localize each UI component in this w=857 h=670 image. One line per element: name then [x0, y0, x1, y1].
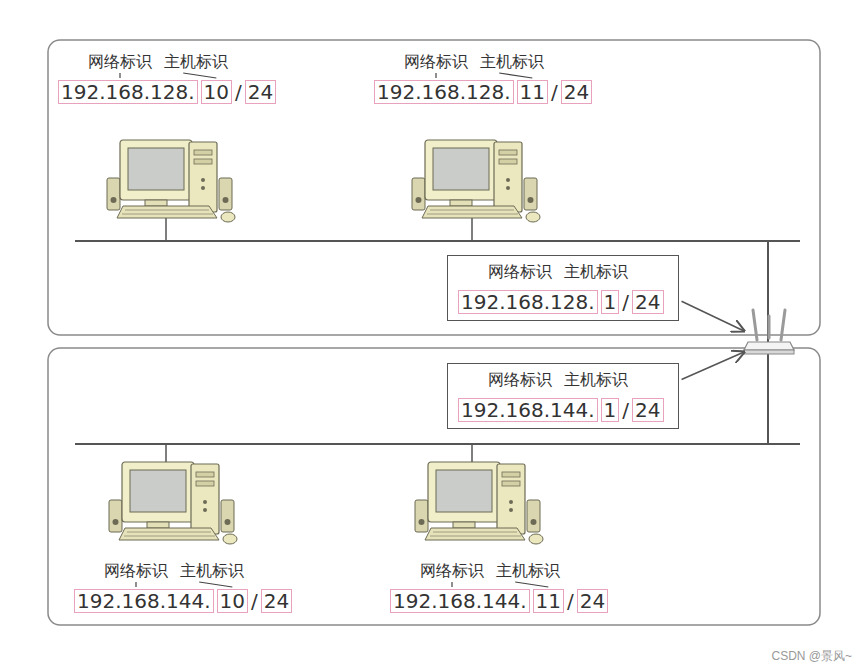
- network-part: 192.168.144.: [74, 589, 214, 613]
- network-id-label: 网络标识: [88, 52, 152, 71]
- network-part: 192.168.144.: [390, 589, 530, 613]
- prefix-length: 24: [561, 80, 592, 104]
- host-address-label: 网络标识主机标识 192.168.144.11/24: [390, 561, 608, 613]
- ip-address: 192.168.144.10/24: [74, 589, 292, 613]
- network-segment: [48, 40, 820, 335]
- prefix-length: 24: [261, 589, 292, 613]
- network-part: 192.168.128.: [58, 80, 198, 104]
- ip-address: 192.168.128.10/24: [58, 80, 276, 104]
- host-part: 10: [217, 589, 248, 613]
- interface-box: 网络标识主机标识 192.168.128.1/24: [447, 255, 679, 321]
- network-part: 192.168.144.: [458, 398, 598, 422]
- host-address-label: 网络标识主机标识 192.168.144.10/24: [74, 561, 292, 613]
- bus-line: [75, 443, 800, 445]
- drop-line: [165, 218, 167, 241]
- network-id-label: 网络标识: [488, 370, 552, 389]
- host-id-label: 主机标识: [180, 561, 244, 580]
- computer-icon: [415, 462, 543, 544]
- computer-icon: [107, 140, 235, 222]
- ip-address: 192.168.144.11/24: [390, 589, 608, 613]
- network-part: 192.168.128.: [374, 80, 514, 104]
- network-id-label: 网络标识: [420, 561, 484, 580]
- ip-address: 192.168.128.1/24: [458, 290, 664, 314]
- network-part: 192.168.128.: [458, 290, 598, 314]
- host-id-label: 主机标识: [564, 262, 628, 281]
- host-address-label: 网络标识主机标识 192.168.128.10/24: [58, 52, 276, 104]
- prefix-length: 24: [632, 290, 663, 314]
- id-header: 网络标识主机标识: [74, 561, 292, 580]
- network-id-label: 网络标识: [404, 52, 468, 71]
- computer-icon: [109, 462, 237, 544]
- host-part: 11: [533, 589, 564, 613]
- leader-line: [135, 582, 136, 587]
- leader-line: [451, 582, 452, 587]
- leader-line: [515, 582, 548, 587]
- slash: /: [622, 291, 629, 313]
- pointer-arrow: [682, 352, 744, 380]
- host-id-label: 主机标识: [496, 561, 560, 580]
- ip-address: 192.168.144.1/24: [458, 398, 664, 422]
- host-part: 1: [601, 290, 620, 314]
- slash: /: [622, 399, 629, 421]
- host-part: 11: [517, 80, 548, 104]
- network-segment: [48, 348, 820, 625]
- host-id-label: 主机标识: [164, 52, 228, 71]
- drop-line: [165, 444, 167, 462]
- host-id-label: 主机标识: [564, 370, 628, 389]
- drop-line: [471, 218, 473, 241]
- slash: /: [235, 81, 242, 103]
- host-part: 1: [601, 398, 620, 422]
- computer-icon: [412, 140, 540, 222]
- id-header: 网络标识主机标识: [390, 561, 608, 580]
- leader-line: [435, 73, 436, 78]
- router-icon: [744, 310, 794, 354]
- pointer-arrow: [682, 301, 744, 331]
- host-part: 10: [201, 80, 232, 104]
- leader-line: [119, 73, 120, 78]
- host-id-label: 主机标识: [480, 52, 544, 71]
- network-id-label: 网络标识: [104, 561, 168, 580]
- id-header: 网络标识主机标识: [458, 370, 664, 389]
- prefix-length: 24: [245, 80, 276, 104]
- host-address-label: 网络标识主机标识 192.168.128.11/24: [374, 52, 592, 104]
- leader-line: [199, 582, 232, 587]
- watermark: CSDN @景风~: [771, 648, 852, 665]
- leader-line: [183, 73, 216, 78]
- leader-line: [499, 73, 532, 78]
- network-id-label: 网络标识: [488, 262, 552, 281]
- interface-box: 网络标识主机标识 192.168.144.1/24: [447, 363, 679, 429]
- ip-address: 192.168.128.11/24: [374, 80, 592, 104]
- prefix-length: 24: [632, 398, 663, 422]
- slash: /: [567, 590, 574, 612]
- bus-line: [75, 240, 800, 242]
- slash: /: [551, 81, 558, 103]
- id-header: 网络标识主机标识: [58, 52, 276, 71]
- slash: /: [251, 590, 258, 612]
- prefix-length: 24: [577, 589, 608, 613]
- id-header: 网络标识主机标识: [374, 52, 592, 71]
- id-header: 网络标识主机标识: [458, 262, 664, 281]
- drop-line: [471, 444, 473, 462]
